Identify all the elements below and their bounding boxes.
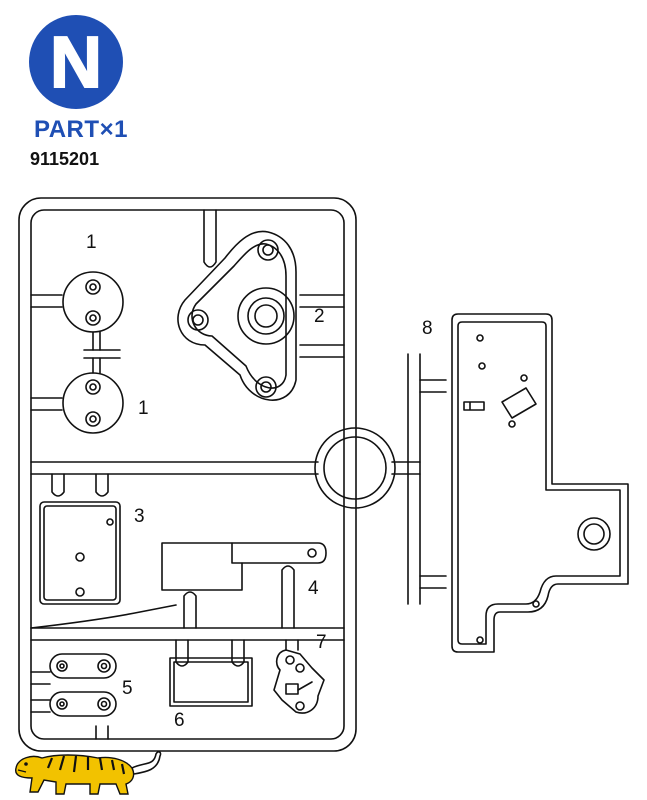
runner-between-1: [83, 349, 121, 359]
part-code: 9115201: [30, 149, 100, 169]
label-part-1-top: 1: [86, 232, 97, 253]
part-6-plate: [169, 657, 253, 707]
gate-top-2: [203, 209, 217, 268]
gate-part5-bottom: [95, 725, 109, 740]
gate-part7: [285, 639, 299, 651]
label-part-4: 4: [308, 578, 319, 599]
part-quantity-label: PART×1: [34, 116, 128, 144]
part-5-link-bottom: [49, 691, 117, 717]
runner-part8-gates: [419, 379, 447, 589]
label-part-7: 7: [316, 632, 327, 653]
gate-part1b: [30, 397, 63, 411]
gate-part3-a: [51, 473, 65, 497]
gate-part1a: [30, 294, 63, 308]
label-part-8: 8: [422, 318, 433, 339]
part-7-bracket: [273, 649, 325, 714]
tiger-icon: [15, 751, 162, 795]
label-part-5: 5: [122, 678, 133, 699]
label-part-1-bottom: 1: [138, 398, 149, 419]
runner-lower: [30, 627, 345, 641]
gate-part5: [30, 671, 51, 713]
label-part-2: 2: [314, 306, 325, 327]
gate-ring-outer: [314, 427, 396, 509]
part-multiplier: ×1: [99, 116, 128, 143]
part-1-bottom: [62, 357, 124, 434]
runner-middle: [30, 461, 319, 475]
part-letter-badge: N: [29, 15, 123, 109]
badge-circle: [29, 15, 123, 109]
sprue-frame-outer: [18, 197, 357, 752]
label-part-6: 6: [174, 710, 185, 731]
part-2-bracket: [177, 230, 297, 401]
label-part-3: 3: [134, 506, 145, 527]
part-text: PART: [34, 116, 100, 143]
gate-part3-b: [95, 473, 109, 497]
runner-diagonal: [30, 604, 177, 629]
badge-letter: N: [50, 23, 102, 103]
gate-ring-inner: [323, 436, 387, 500]
gate-part2: [299, 294, 345, 358]
gate-part4-a: [183, 591, 197, 629]
part-1-top: [62, 271, 124, 351]
gate-part4-b: [281, 565, 295, 629]
part-8-plate: [451, 313, 629, 653]
part-4-plate: [161, 542, 327, 591]
part-5-link-top: [49, 653, 117, 679]
part-3-plate: [39, 501, 121, 605]
runner-to-part8: [391, 461, 421, 475]
runner-vertical-right: [407, 353, 421, 605]
